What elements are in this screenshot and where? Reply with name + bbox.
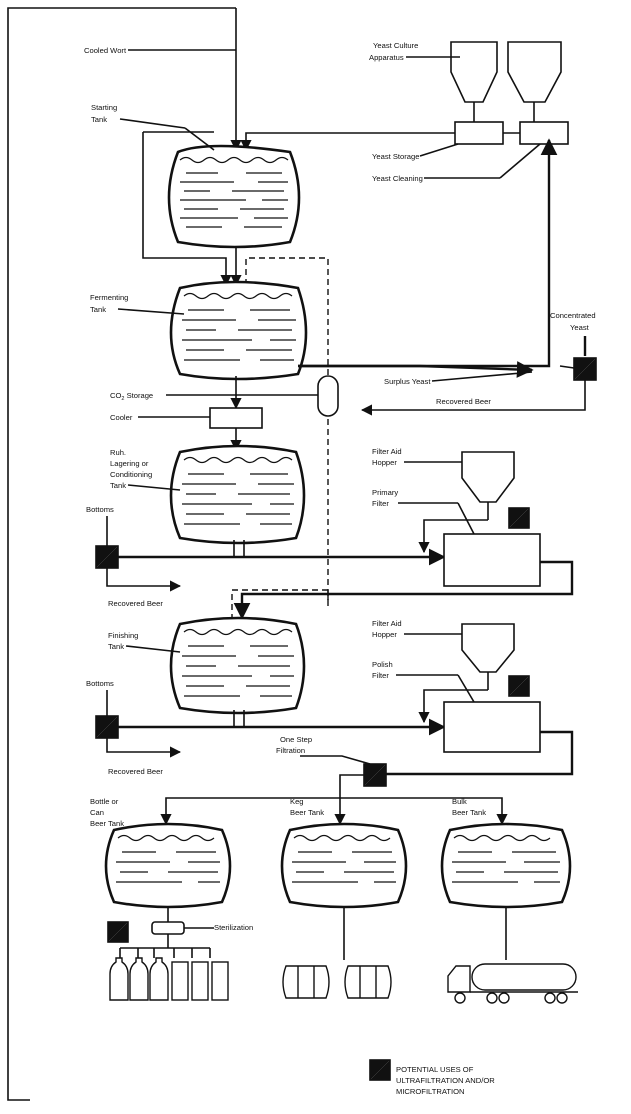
bulk-beer-tank xyxy=(440,822,572,909)
yeast-cleaning-label: Yeast Cleaning xyxy=(372,174,423,183)
sterilization-unit xyxy=(151,921,185,935)
filter-aid-hopper-2-label-a: Filter Aid xyxy=(372,619,402,628)
cooler-label: Cooler xyxy=(110,413,133,422)
ruh-label-4: Tank xyxy=(110,481,126,490)
yeast-to-starting-line xyxy=(240,132,455,152)
legend-line-3: MICROFILTRATION xyxy=(396,1087,464,1096)
bottle-tank-label-3: Beer Tank xyxy=(90,819,124,828)
bottles-and-cans-icon xyxy=(109,957,229,1001)
filter-aid-hopper-2-label-b: Hopper xyxy=(372,630,397,639)
legend-line-1: POTENTIAL USES OF xyxy=(396,1065,474,1074)
recovered-beer-label-2: Recovered Beer xyxy=(108,767,163,776)
starting-bypass-line xyxy=(142,132,232,287)
concentrated-yeast-label-1: Concentrated xyxy=(550,311,596,320)
yeast-storage-box xyxy=(454,121,504,145)
ruh-label-3: Conditioning xyxy=(110,470,152,479)
polish-filter-box xyxy=(443,701,541,753)
bottoms-membrane-icon-2 xyxy=(95,715,119,739)
tanker-truck-icon xyxy=(447,963,578,1004)
primary-filter-box xyxy=(443,533,541,587)
fermenting-tank-label-1: Fermenting xyxy=(90,293,128,302)
primary-filter-label-2: Filter xyxy=(372,499,389,508)
starting-tank xyxy=(167,144,301,249)
one-step-label-1: One Step xyxy=(280,735,312,744)
one-step-label-2: Filtration xyxy=(276,746,305,755)
bulk-tank-label-1: Bulk xyxy=(452,797,467,806)
wort-return-border-line xyxy=(7,7,236,1101)
keg-barrels-icon xyxy=(282,965,392,999)
polish-filter-membrane-icon xyxy=(508,675,530,697)
bottoms-membrane-icon-1 xyxy=(95,545,119,569)
starting-tank-label-2: Tank xyxy=(91,115,107,124)
concentrated-yeast-label-2: Yeast xyxy=(570,323,590,332)
dashed-co2-line xyxy=(245,257,329,600)
lagering-tank xyxy=(169,444,306,545)
distribution-header-line xyxy=(160,774,364,826)
filter-aid-hopper-1-label-b: Hopper xyxy=(372,458,397,467)
bottle-tank-label-2: Can xyxy=(90,808,104,817)
bottle-can-beer-tank xyxy=(104,822,232,909)
one-step-filtration-membrane-icon xyxy=(363,763,387,787)
primary-to-finishing-line xyxy=(233,560,574,620)
ruh-label-2: Lagering or xyxy=(110,459,149,468)
bottoms-label-2: Bottoms xyxy=(86,679,114,688)
filter-aid-hopper-1-label-a: Filter Aid xyxy=(372,447,402,456)
bottoms-label-1: Bottoms xyxy=(86,505,114,514)
cooler-box xyxy=(209,407,263,429)
polish-output-line xyxy=(386,730,574,776)
yeast-culture-label-2: Apparatus xyxy=(369,53,404,62)
sterilization-label: Sterilization xyxy=(214,923,253,932)
polish-filter-label-2: Filter xyxy=(372,671,389,680)
fermenting-tank xyxy=(169,280,308,381)
finishing-tank xyxy=(169,616,306,715)
bulk-tank-label-2: Beer Tank xyxy=(452,808,486,817)
finishing-tank-label-1: Finishing xyxy=(108,631,138,640)
yeast-recycle-line xyxy=(298,138,558,368)
bottle-tank-label-1: Bottle or xyxy=(90,797,119,806)
yeast-cleaning-box xyxy=(519,121,569,145)
surplus-yeast-line xyxy=(298,361,534,378)
cooled-wort-label: Cooled Wort xyxy=(84,46,127,55)
primary-filter-membrane-icon xyxy=(508,507,530,529)
keg-beer-tank xyxy=(280,822,408,909)
legend-line-2: ULTRAFILTRATION AND/OR xyxy=(396,1076,495,1085)
recovered-beer-top-label: Recovered Beer xyxy=(436,397,491,406)
primary-filter-label-1: Primary xyxy=(372,488,398,497)
filter-aid-hopper-2 xyxy=(461,623,515,690)
keg-tank-label-1: Keg xyxy=(290,797,304,806)
yeast-storage-label: Yeast Storage xyxy=(372,152,419,161)
bottling-manifold xyxy=(119,934,211,958)
recovered-beer-top-line xyxy=(360,380,586,416)
filter-aid-hopper-1 xyxy=(461,451,515,520)
concentrated-yeast-membrane-icon xyxy=(573,357,597,381)
keg-tank-label-2: Beer Tank xyxy=(290,808,324,817)
yeast-culture-label-1: Yeast Culture xyxy=(373,41,418,50)
surplus-yeast-label: Surplus Yeast xyxy=(384,377,431,386)
recovered-beer-label-1: Recovered Beer xyxy=(108,599,163,608)
ruh-label-1: Ruh. xyxy=(110,448,126,457)
co2-storage-vessel xyxy=(317,375,339,417)
yeast-culture-apparatus xyxy=(450,41,562,122)
starting-tank-label-1: Starting xyxy=(91,103,117,112)
legend-membrane-icon xyxy=(369,1059,391,1081)
fermenting-tank-label-2: Tank xyxy=(90,305,106,314)
polish-filter-label-1: Polish xyxy=(372,660,393,669)
co2-storage-label: CO2 Storage xyxy=(110,391,153,402)
sterilization-membrane-icon xyxy=(107,921,129,943)
finishing-tank-label-2: Tank xyxy=(108,642,124,651)
